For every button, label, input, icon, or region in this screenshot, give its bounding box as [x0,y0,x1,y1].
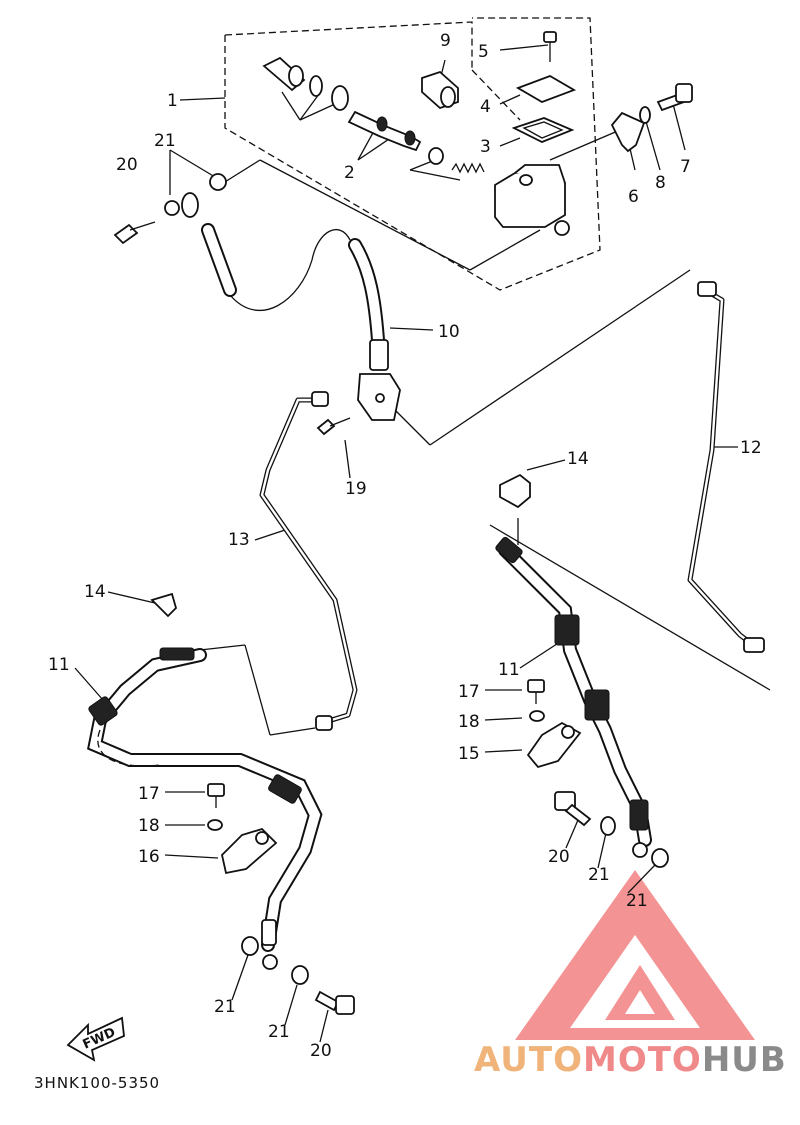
callout-19: 19 [345,479,367,499]
right-brake-hose-11 [495,473,669,868]
callout-15: 15 [458,744,480,764]
callout-9: 9 [440,31,451,51]
watermark-logo [515,870,755,1040]
callout-21b: 21 [588,865,610,885]
brake-pipe-12 [687,281,765,653]
callout-3: 3 [480,137,491,157]
callout-18a: 18 [138,816,160,836]
diagram-code: 3HNK100-5350 [34,1074,161,1092]
callout-21d: 21 [214,997,236,1017]
callout-13: 13 [228,530,250,550]
assembly-outline [224,17,601,291]
brake-hose-10 [316,238,401,436]
callout-6: 6 [628,187,639,207]
brand-part-auto: AUTO [474,1040,583,1080]
callout-8: 8 [655,173,666,193]
callout-18b: 18 [458,712,480,732]
leader-lines [74,44,771,1043]
callout-7: 7 [680,157,691,177]
brake-pipe-13 [259,391,358,731]
watermark-brand: AUTOMOTOHUB [474,1040,787,1080]
callout-5: 5 [478,42,489,62]
brand-part-moto: MOTO [582,1040,702,1080]
callout-21a: 21 [154,131,176,151]
callout-14b: 14 [567,449,589,469]
callout-11a: 11 [48,655,70,675]
master-cylinder-parts [262,31,693,236]
left-brake-hose-11 [87,592,355,1015]
callouts: 1 2 3 4 5 6 7 8 9 10 12 19 20 21 13 14 1… [48,31,762,1061]
callout-12: 12 [740,438,762,458]
callout-14a: 14 [84,582,106,602]
callout-17b: 17 [458,682,480,702]
callout-21c: 21 [626,891,648,911]
callout-11b: 11 [498,660,520,680]
callout-10: 10 [438,322,460,342]
callout-21e: 21 [268,1022,290,1042]
callout-20b: 20 [548,847,570,867]
callout-17a: 17 [138,784,160,804]
callout-2: 2 [344,163,355,183]
callout-20a: 20 [116,155,138,175]
fwd-arrow-icon: FWD [66,1016,125,1062]
callout-20c: 20 [310,1041,332,1061]
callout-1: 1 [167,91,178,111]
callout-4: 4 [480,97,491,117]
brand-part-hub: HUB [701,1040,787,1080]
reservoir-hose [113,173,351,312]
callout-16: 16 [138,847,160,867]
